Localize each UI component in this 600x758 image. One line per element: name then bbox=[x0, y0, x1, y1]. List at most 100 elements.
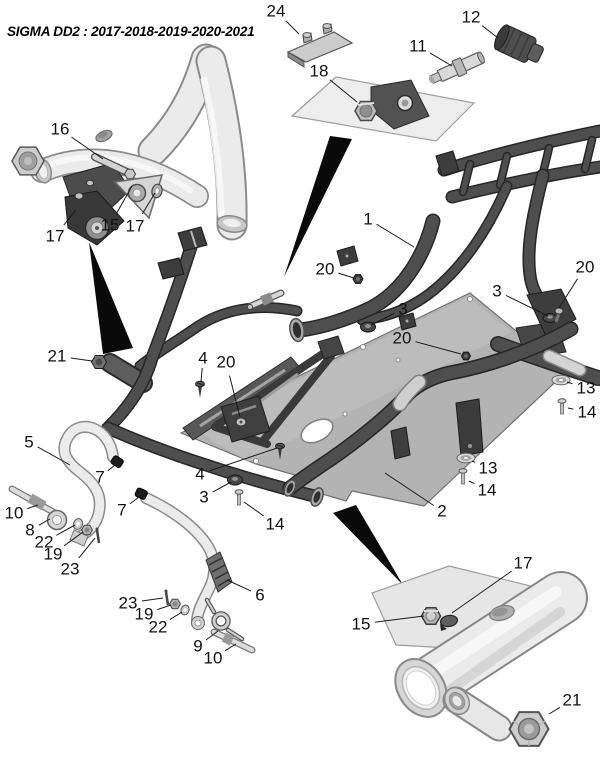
leader-line-3 bbox=[212, 481, 232, 493]
tube-open-end bbox=[443, 686, 471, 716]
callout-label-23: 23 bbox=[61, 560, 80, 579]
end-cap-7 bbox=[134, 487, 148, 500]
leader-line-1 bbox=[376, 223, 415, 248]
callout-label-15: 15 bbox=[101, 216, 120, 235]
leader-line-5 bbox=[37, 446, 71, 466]
callout-label-14: 14 bbox=[266, 515, 285, 534]
callout-label-17: 17 bbox=[514, 554, 533, 573]
callout-label-3: 3 bbox=[199, 488, 208, 507]
detail-frame-tube bbox=[371, 565, 588, 747]
pointer-wedge bbox=[284, 136, 352, 277]
shaft-10 bbox=[210, 628, 256, 654]
callout-label-7: 7 bbox=[95, 468, 104, 487]
callout-label-24: 24 bbox=[267, 2, 286, 21]
callout-label-21: 21 bbox=[563, 691, 582, 710]
leader-line-19 bbox=[157, 604, 172, 611]
detail-engine-mount bbox=[286, 23, 544, 142]
hex-nut bbox=[11, 146, 45, 176]
nut-20 bbox=[460, 351, 472, 361]
leader-line-19 bbox=[64, 531, 84, 547]
leader-line-14 bbox=[243, 501, 264, 517]
frame-horn-bracket bbox=[390, 426, 411, 460]
leader-line-6 bbox=[226, 579, 252, 592]
nut-19 bbox=[80, 524, 94, 536]
spring-9 bbox=[204, 597, 245, 642]
washer-22 bbox=[180, 604, 190, 616]
leader-line-4 bbox=[209, 447, 278, 472]
callout-label-23: 23 bbox=[119, 594, 138, 613]
callout-label-11: 11 bbox=[409, 37, 427, 56]
callout-label-9: 9 bbox=[193, 637, 202, 656]
leader-line-17 bbox=[141, 192, 156, 215]
leader-line-20 bbox=[558, 278, 578, 309]
pan-hole-large bbox=[300, 418, 334, 444]
frame-tab bbox=[157, 257, 185, 280]
nut-19 bbox=[168, 598, 182, 610]
callout-label-5: 5 bbox=[24, 433, 33, 452]
leader-line-16 bbox=[71, 136, 104, 160]
pointer-wedge bbox=[89, 242, 133, 354]
leader-line-4 bbox=[200, 367, 203, 383]
grommet-3 bbox=[227, 474, 243, 486]
detail-pointer-wedges bbox=[89, 136, 403, 585]
leader-line-21 bbox=[548, 706, 561, 715]
leader-line-15 bbox=[374, 615, 425, 623]
callout-label-2: 2 bbox=[437, 502, 446, 521]
leader-line-7 bbox=[107, 464, 116, 472]
screw-4 bbox=[195, 380, 205, 398]
leader-line-12 bbox=[481, 25, 499, 39]
leader-line-11 bbox=[429, 52, 453, 67]
leader-line-23 bbox=[78, 537, 96, 559]
bracket-15 bbox=[113, 174, 164, 220]
callout-label-1: 1 bbox=[363, 210, 372, 229]
screw-4 bbox=[275, 442, 285, 460]
callout-label-15: 15 bbox=[352, 615, 371, 634]
callout-label-22: 22 bbox=[35, 533, 54, 552]
bolt-14 bbox=[234, 489, 244, 506]
leader-line-17 bbox=[451, 570, 512, 614]
callout-label-3: 3 bbox=[492, 282, 501, 301]
callout-label-22: 22 bbox=[149, 618, 168, 637]
diagram-title: SIGMA DD2 : 2017-2018-2019-2020-2021 bbox=[7, 24, 255, 39]
callout-label-4: 4 bbox=[195, 465, 204, 484]
callout-label-14: 14 bbox=[578, 403, 597, 422]
callout-label-3: 3 bbox=[398, 300, 407, 319]
callout-label-17: 17 bbox=[46, 227, 65, 246]
cotter-pin-23 bbox=[95, 527, 101, 544]
washer-22 bbox=[72, 518, 84, 530]
nut-20 bbox=[352, 274, 364, 284]
callout-label-10: 10 bbox=[204, 649, 223, 668]
callout-label-20: 20 bbox=[576, 258, 595, 277]
leader-line-22 bbox=[56, 524, 76, 536]
bolt-14 bbox=[458, 468, 468, 485]
callout-label-16: 16 bbox=[51, 120, 70, 139]
leader-line-14 bbox=[468, 480, 475, 485]
callout-label-20: 20 bbox=[217, 353, 236, 372]
leader-line-2 bbox=[384, 472, 434, 506]
callout-label-20: 20 bbox=[393, 329, 412, 348]
brake-pedal-assembly bbox=[8, 421, 124, 547]
nut-18 bbox=[354, 100, 378, 122]
leader-line-13 bbox=[566, 381, 573, 385]
plate-24 bbox=[286, 23, 354, 68]
callout-label-19: 19 bbox=[44, 545, 63, 564]
leader-line-21 bbox=[70, 357, 93, 362]
leader-line-20 bbox=[229, 375, 241, 418]
callout-label-17: 17 bbox=[126, 217, 145, 236]
axle-hanger-bracket bbox=[455, 398, 484, 457]
leader-line-20 bbox=[338, 272, 355, 279]
callout-label-13: 13 bbox=[577, 379, 596, 398]
leader-line-14 bbox=[567, 407, 574, 410]
nut-21 bbox=[508, 711, 550, 747]
pivot-pin-11 bbox=[428, 51, 485, 84]
chassis-frame bbox=[90, 124, 600, 507]
leader-line-10 bbox=[27, 504, 39, 510]
cotter-pin-23 bbox=[164, 589, 170, 606]
washer-13 bbox=[456, 452, 476, 464]
bolt-15 bbox=[420, 607, 442, 625]
leader-line-17 bbox=[63, 209, 77, 226]
tube-elbow-sleeve bbox=[394, 376, 425, 410]
washer-13 bbox=[551, 374, 571, 386]
